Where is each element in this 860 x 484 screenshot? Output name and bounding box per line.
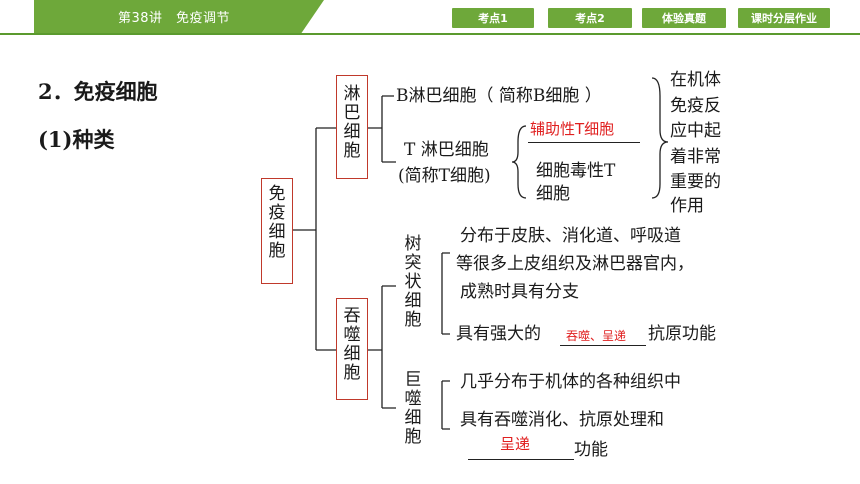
role-line-2: 免疫反 (670, 96, 721, 116)
role-line-5: 重要的 (670, 172, 721, 192)
nav-homework-button[interactable]: 课时分层作业 (738, 8, 830, 28)
dendritic-desc-3: 成熟时具有分支 (460, 282, 579, 302)
nav-kaodian2-button[interactable]: 考点2 (548, 8, 632, 28)
role-line-3: 应中起 (670, 121, 721, 141)
phagocyte-box (336, 298, 368, 400)
t-cell-text-line2: (简称T细胞) (398, 166, 491, 186)
lesson-title: 第38讲 免疫调节 (118, 11, 231, 26)
lymphocyte-box (336, 75, 368, 179)
helper-t-cell-answer: 辅助性T细胞 (530, 120, 615, 138)
macrophage-label: 巨噬细胞 (404, 370, 422, 447)
role-line-6: 作用 (670, 196, 704, 216)
b-cell-text: B淋巴细胞（ 简称B细胞 ） (396, 86, 602, 106)
dendritic-desc-1: 分布于皮肤、消化道、呼吸道 (460, 226, 681, 246)
root-box (261, 178, 293, 284)
macrophage-desc-1: 几乎分布于机体的各种组织中 (460, 372, 681, 392)
lesson-tab (34, 0, 324, 34)
role-line-1: 在机体 (670, 70, 721, 90)
helper-t-underline (528, 142, 640, 143)
dendritic-func-underline (560, 345, 646, 346)
macrophage-desc-2: 具有吞噬消化、抗原处理和 (460, 410, 664, 430)
sub-heading: (1)种类 (38, 127, 115, 152)
nav-real-exam-button[interactable]: 体验真题 (642, 8, 726, 28)
dendritic-desc-2: 等很多上皮组织及淋巴器官内， (456, 254, 694, 274)
dendritic-func-answer: 吞噬、呈递 (566, 329, 627, 343)
nav-kaodian1-button[interactable]: 考点1 (452, 8, 534, 28)
cytotoxic-t-line2: 细胞 (536, 184, 570, 204)
top-bar: 第38讲 免疫调节 考点1 考点2 体验真题 课时分层作业 (0, 0, 860, 35)
root-label: 免疫细胞 (268, 184, 286, 261)
macrophage-func-answer: 呈递 (500, 435, 531, 453)
phagocyte-label: 吞噬细胞 (343, 306, 361, 383)
role-line-4: 着非常 (670, 147, 721, 167)
header-divider (0, 33, 860, 35)
dendritic-func-prefix: 具有强大的 (456, 324, 541, 344)
dendritic-func-suffix: 抗原功能 (648, 324, 716, 344)
t-cell-text-line1: T 淋巴细胞 (404, 140, 489, 160)
macrophage-func-underline (468, 459, 574, 460)
lymphocyte-label: 淋巴细胞 (343, 84, 361, 161)
section-heading: 2．免疫细胞 (38, 79, 158, 104)
cytotoxic-t-line1: 细胞毒性T (536, 161, 616, 181)
dendritic-label: 树突状细胞 (404, 234, 422, 330)
macrophage-func-suffix: 功能 (574, 440, 608, 460)
